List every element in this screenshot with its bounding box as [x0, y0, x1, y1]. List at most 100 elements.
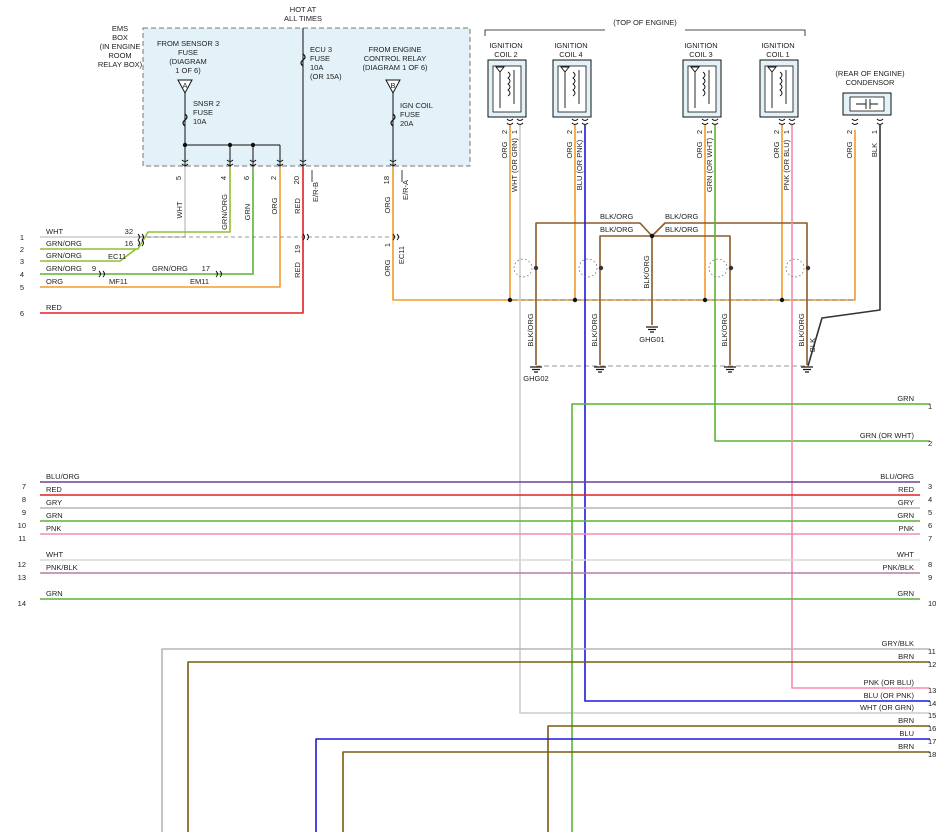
label-blkorg-g01: BLK/ORG [642, 255, 651, 289]
blkorg-splice [649, 233, 655, 239]
engine-relay-source-label-line-0: FROM ENGINE [369, 45, 422, 54]
bus-label-left-9: GRY [46, 498, 62, 507]
condenser-pin1-conn [876, 118, 884, 125]
snsr2-fuse-label-line-1: FUSE [193, 108, 213, 117]
coil-0-wire2-label: WHT (OR GRN) [510, 137, 519, 192]
shield-tap-2 [728, 265, 734, 271]
bus-num-left-12: 12 [18, 560, 26, 569]
conn-32 [137, 233, 144, 241]
coil-4-name-line-1: COIL 1 [766, 50, 789, 59]
coil-2-pin2-conn [701, 118, 709, 125]
coil-3-pin2-conn [778, 118, 786, 125]
pin-17: 17 [202, 264, 210, 273]
right-wire-num-14: 14 [928, 699, 936, 708]
coil-icon-3 [767, 66, 787, 108]
shield-3 [785, 258, 805, 278]
ground-ghg01-label: GHG01 [639, 335, 664, 344]
ground-ghg02-icon [530, 366, 542, 373]
left-wire-label-4: GRN/ORG [46, 264, 82, 273]
wire-grnorg-2 [40, 167, 231, 250]
engine-relay-source-label-line-2: (DIAGRAM 1 OF 6) [362, 63, 428, 72]
ecu3-fuse-label-line-3: (OR 15A) [310, 72, 342, 81]
right-wire-num-12: 12 [928, 660, 936, 669]
coil-icon-0 [495, 66, 515, 108]
ref-a-label: A [182, 81, 187, 90]
conn-name-ec11-right: EC11 [397, 246, 406, 264]
label-grnorg-vert: GRN/ORG [220, 194, 229, 230]
coil-1-pin1-conn [581, 118, 589, 125]
wire-gry-blk [161, 648, 930, 832]
conn-16 [137, 239, 144, 247]
coil-1-pin2-conn [571, 118, 579, 125]
bus-label-left-7: BLU/ORG [46, 472, 80, 481]
ems-box-label-line-4: RELAY BOX) [98, 60, 143, 69]
left-wire-num-4: 4 [20, 270, 24, 279]
wire-blkorg-g02 [535, 222, 653, 365]
coil-3-name-line-0: IGNITION [684, 41, 717, 50]
wire-blkorg-mid [599, 235, 731, 365]
left-wire-label-1: WHT [46, 227, 63, 236]
right-wire-label-1: GRN [897, 394, 914, 403]
bus-num-right-6: 6 [928, 521, 932, 530]
condenser-pin2-conn [851, 118, 859, 125]
coil-symbol-3 [764, 65, 794, 113]
right-wire-label-17: BLU [899, 729, 914, 738]
bus-num-left-11: 11 [18, 534, 26, 543]
wire-brn-18 [342, 751, 930, 832]
right-wire-label-16: BRN [898, 716, 914, 725]
coil-symbol-2 [687, 65, 717, 113]
bus-label-right-9: PNK/BLK [882, 563, 914, 572]
shield-2 [708, 258, 728, 278]
bus-label-left-13: PNK/BLK [46, 563, 78, 572]
left-wire-label-6: RED [46, 303, 62, 312]
right-wire-num-13: 13 [928, 686, 936, 695]
bus-num-left-7: 7 [22, 482, 26, 491]
coil-2-wire2-label: GRN (OR WHT) [705, 137, 714, 192]
left-wire-num-1: 1 [20, 233, 24, 242]
ref-triangle-a [177, 79, 193, 95]
right-wire-num-1: 1 [928, 402, 932, 411]
bus-num-left-13: 13 [18, 573, 26, 582]
right-wire-label-11: GRY/BLK [882, 639, 914, 648]
left-wire-label-5: ORG [46, 277, 63, 286]
bus-label-right-7: PNK [899, 524, 914, 533]
splice-label-1: BLK/ORG [600, 225, 634, 234]
condenser-pin2: 2 [845, 130, 854, 134]
ems-pin-conn-0 [181, 159, 189, 166]
condenser-symbol [849, 96, 885, 112]
right-wire-label-18: BRN [898, 742, 914, 751]
label-erb: E/R-B [311, 182, 320, 202]
shield-1 [578, 258, 598, 278]
left-wire-label-2: GRN/ORG [46, 239, 82, 248]
conn-name-ec11-left: EC11 [108, 252, 126, 261]
label-blkorg-vert-1: BLK/ORG [590, 313, 599, 347]
coil-1-wire2-label: BLU (OR PNK) [575, 139, 584, 190]
splice-label-0: BLK/ORG [600, 212, 634, 221]
wire-blk-condenser [807, 125, 881, 367]
bus-num-right-7: 7 [928, 534, 932, 543]
ems-box-label-line-0: EMS [112, 24, 128, 33]
right-wire-label-15: WHT (OR GRN) [860, 703, 915, 712]
wire-red-6 [40, 167, 304, 314]
left-wire-num-5: 5 [20, 283, 24, 292]
ecu3-fuse-icon [300, 53, 306, 67]
ems-box-label-line-2: (IN ENGINE [100, 42, 141, 51]
ems-junction-1 [227, 142, 233, 148]
coil-1-pin1: 1 [575, 130, 584, 134]
ign-coil-fuse-label-line-1: FUSE [400, 110, 420, 119]
wire-brn-16 [547, 725, 930, 832]
label-blkorg-vert-3: BLK/ORG [797, 313, 806, 347]
bus-label-right-6: GRN [897, 511, 914, 520]
snsr2-fuse-icon [182, 113, 188, 127]
coil-symbol-1 [557, 65, 587, 113]
coil-3-org-junction [779, 297, 785, 303]
coil-2-pin2: 2 [695, 130, 704, 134]
engine-relay-source-label-line-1: CONTROL RELAY [364, 54, 427, 63]
right-wire-num-18: 18 [928, 750, 936, 759]
bus-label-left-11: PNK [46, 524, 61, 533]
bus-num-right-4: 4 [928, 495, 932, 504]
bus-label-left-12: WHT [46, 550, 63, 559]
condenser-icon [856, 99, 878, 109]
ems-pin-conn-2 [249, 159, 257, 166]
bus-num-right-5: 5 [928, 508, 932, 517]
